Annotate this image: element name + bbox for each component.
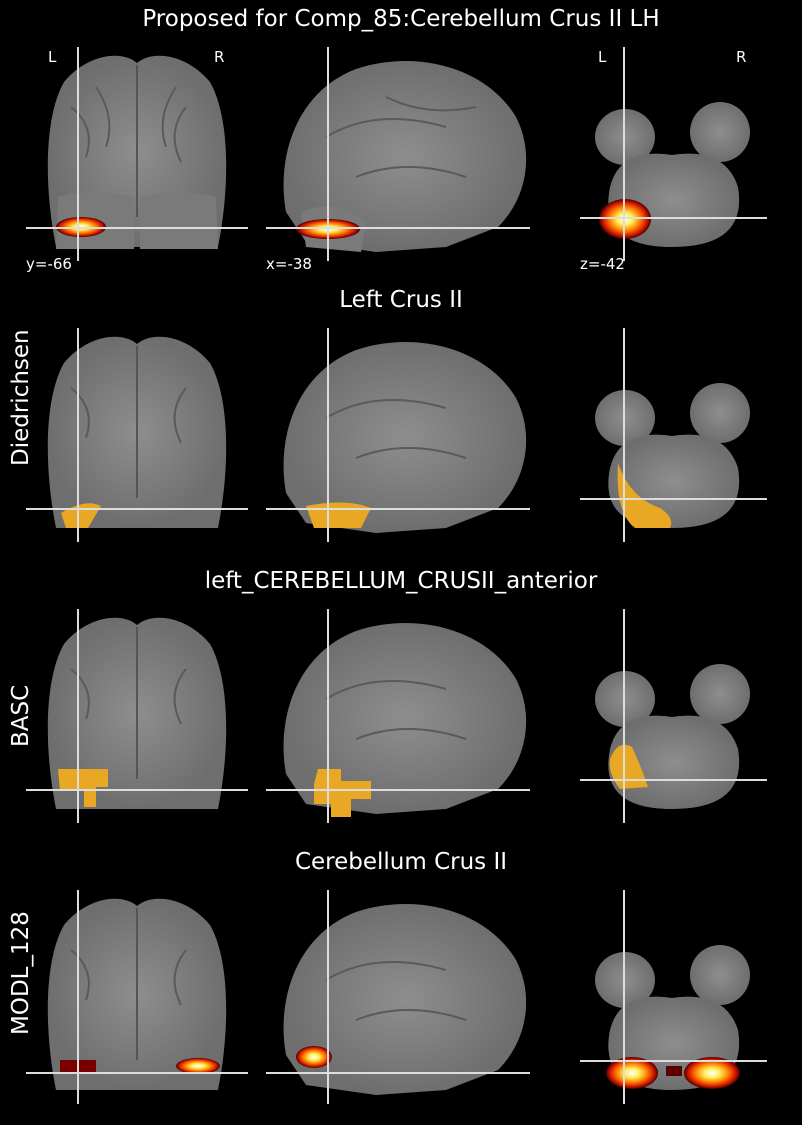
right-label: R	[736, 48, 747, 66]
sagittal-view	[266, 609, 530, 823]
coronal-view	[26, 890, 248, 1104]
coronal-view	[26, 47, 248, 261]
row-title: Left Crus II	[339, 287, 463, 313]
right-label: R	[214, 48, 225, 66]
figure-title: Proposed for Comp_85:Cerebellum Crus II …	[142, 6, 660, 32]
left-label: L	[598, 48, 607, 66]
axial-view	[580, 47, 767, 261]
z-coordinate: z=-42	[580, 255, 625, 273]
coronal-view	[26, 609, 248, 823]
x-coordinate: x=-38	[266, 255, 312, 273]
coronal-view	[26, 328, 248, 542]
axial-view	[580, 328, 767, 542]
sagittal-view	[266, 47, 530, 261]
y-coordinate: y=-66	[26, 255, 72, 273]
left-label: L	[48, 48, 57, 66]
row-title: left_CEREBELLUM_CRUSII_anterior	[204, 568, 598, 594]
sagittal-view	[266, 890, 530, 1104]
row-title: Cerebellum Crus II	[294, 849, 508, 875]
sagittal-view	[266, 328, 530, 542]
axial-view	[580, 890, 767, 1104]
axial-view	[580, 609, 767, 823]
